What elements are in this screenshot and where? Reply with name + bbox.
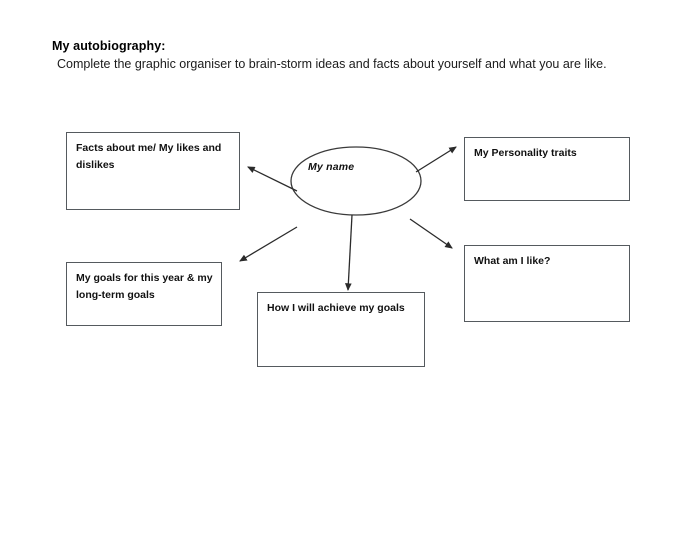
connector-center-to-traits	[415, 146, 457, 173]
instruction-text: Complete the graphic organiser to brain-…	[57, 57, 607, 71]
connector-center-to-facts	[247, 166, 298, 192]
node-box-achieve-goals[interactable]: How I will achieve my goals	[257, 292, 425, 367]
node-box-what-am-i-like[interactable]: What am I like?	[464, 245, 630, 322]
node-box-goals[interactable]: My goals for this year & my long-term go…	[66, 262, 222, 326]
connector-center-to-goals	[239, 226, 298, 262]
header: My autobiography: Complete the graphic o…	[52, 38, 677, 74]
node-label-facts: Facts about me/ My likes and dislikes	[76, 142, 222, 171]
page-title: My autobiography:	[52, 39, 166, 53]
node-box-facts[interactable]: Facts about me/ My likes and dislikes	[66, 132, 240, 210]
node-label-what-am-i-like: What am I like?	[474, 255, 551, 267]
node-label-personality-traits: My Personality traits	[474, 147, 577, 159]
center-ellipse	[290, 146, 422, 216]
node-box-personality-traits[interactable]: My Personality traits	[464, 137, 630, 201]
connector-center-to-achieve	[344, 214, 353, 292]
node-label-achieve-goals: How I will achieve my goals	[267, 302, 405, 314]
connector-center-to-whatlike	[409, 218, 453, 249]
node-label-goals: My goals for this year & my long-term go…	[76, 272, 213, 301]
center-ellipse-label: My name	[308, 161, 355, 173]
